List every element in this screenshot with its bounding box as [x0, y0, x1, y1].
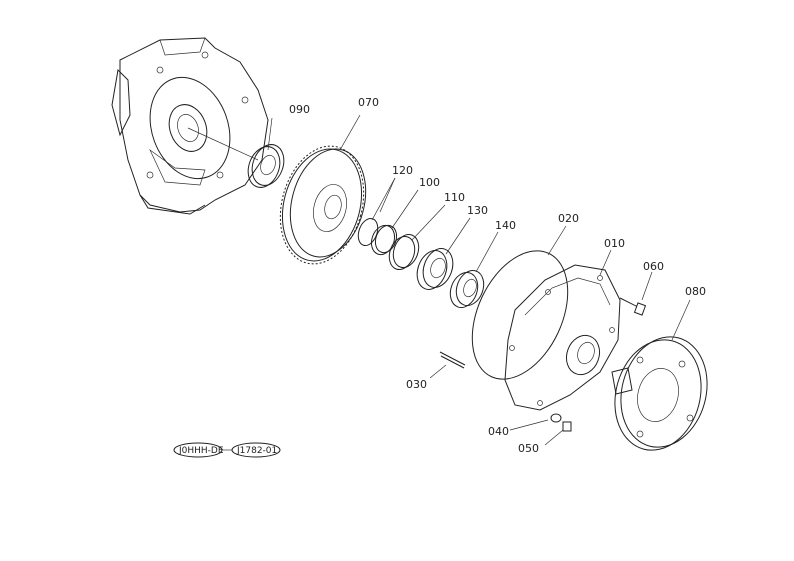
label-140: 140: [495, 219, 516, 232]
label-130: 130: [467, 204, 488, 217]
stud-030: [429, 351, 466, 379]
bolt-060: [619, 271, 653, 316]
reference-tags: J0HHH-DE J1782-01: [173, 442, 281, 458]
label-050: 050: [518, 442, 539, 455]
label-010: 010: [604, 237, 625, 250]
o-ring-020: [471, 225, 569, 380]
part-labels: 090 070 120 100 110 130 140 020 010 060 …: [289, 96, 706, 455]
ref-tag-left: J0HHH-DE: [178, 446, 224, 456]
bearing-140: [449, 231, 499, 308]
ring-110: [388, 204, 446, 270]
ring-gear-070: [279, 114, 367, 265]
flange-080: [611, 299, 708, 451]
label-100: 100: [419, 176, 440, 189]
label-060: 060: [643, 260, 664, 273]
label-040: 040: [488, 425, 509, 438]
label-070: 070: [358, 96, 379, 109]
cover-010: [504, 249, 621, 411]
bearing-090: [247, 117, 285, 188]
bearing-130: [416, 217, 471, 290]
label-110: 110: [444, 191, 465, 204]
housing-part: [111, 37, 269, 215]
label-030: 030: [406, 378, 427, 391]
label-080: 080: [685, 285, 706, 298]
snap-ring-120: [357, 177, 396, 247]
washer-040: [509, 413, 562, 431]
ref-tag-right: J1782-01: [236, 446, 277, 456]
nut-050: [544, 421, 572, 446]
label-120: 120: [392, 164, 413, 177]
ring-100: [370, 189, 419, 256]
label-090: 090: [289, 103, 310, 116]
label-020: 020: [558, 212, 579, 225]
ref-tag-right-outline: [231, 442, 281, 458]
